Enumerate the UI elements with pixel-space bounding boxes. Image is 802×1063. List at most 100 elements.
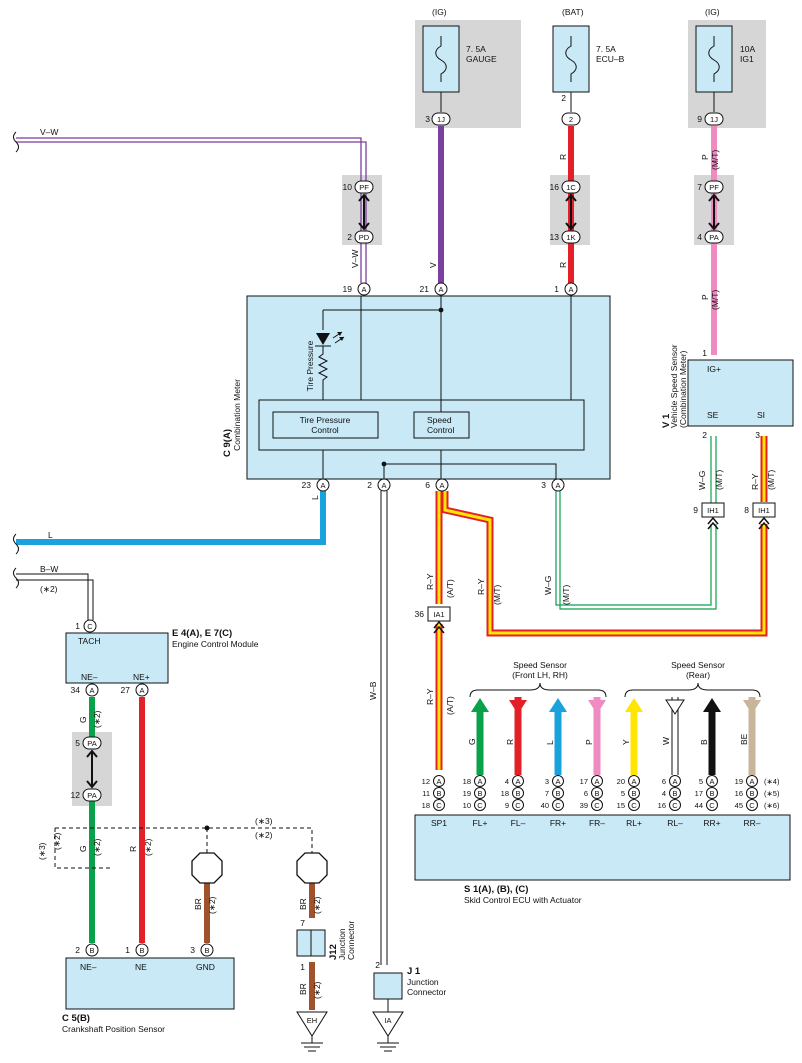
skid-terminal-letter: C: [631, 801, 637, 810]
wire-label: W–B: [368, 681, 378, 700]
wire-label: (A/T): [445, 696, 455, 715]
ecm-pin-1-label: C: [87, 622, 93, 631]
ecm-tach-terminal: TACH: [78, 636, 101, 646]
ia1-connector-pin: 36: [415, 609, 425, 619]
meter-pin-6-label: A: [439, 481, 444, 490]
led-icon: [316, 333, 330, 345]
skid-terminal-letter: C: [555, 801, 561, 810]
note-3: (∗3): [255, 816, 273, 826]
connector-chevron-icon: [758, 521, 770, 530]
meter-name: Combination Meter: [232, 379, 242, 451]
wire-label: (M/T): [710, 150, 720, 170]
wire-label: (∗2): [52, 832, 62, 850]
pa-connector-label: PA: [87, 739, 96, 748]
vss-se-terminal: SE: [707, 410, 719, 420]
rear-speed-sensor-label: Speed Sensor: [671, 660, 725, 670]
speed-control: [413, 411, 470, 439]
crank-pin-number: 1: [125, 945, 130, 955]
ground-eh-label: EH: [307, 1016, 317, 1025]
wire-label: P: [700, 294, 710, 300]
crank-pin-1-label: B: [139, 946, 144, 955]
fuse-symbol: [435, 36, 447, 82]
1c-connector: [561, 180, 581, 194]
skid-terminal-circle: [552, 775, 564, 787]
wire-label: R: [558, 262, 568, 268]
skid-terminal-circle: [591, 775, 603, 787]
note-5: (∗5): [764, 789, 780, 798]
wire-label: (∗2): [143, 838, 153, 856]
connector-chevron-icon: [708, 222, 720, 231]
wire-label-l: L: [48, 530, 53, 540]
skid-terminal-circle: [512, 787, 524, 799]
ecm-ne-minus: NE–: [81, 672, 98, 682]
skid-terminal-circle: [591, 799, 603, 811]
skid-terminal-pin: 3: [545, 777, 549, 786]
skid-terminal-letter: C: [709, 801, 715, 810]
skid-terminal-name: FR+: [550, 818, 566, 828]
skid-terminal-circle: [746, 775, 758, 787]
crank-gnd: GND: [196, 962, 215, 972]
rear-sensor-bracket: [624, 682, 761, 698]
skid-terminal-pin: 9: [505, 801, 509, 810]
crank-id: C 5(B): [62, 1013, 90, 1024]
pf-connector: [354, 180, 374, 194]
meter-pin-2: [377, 478, 391, 492]
skid-terminal-letter: B: [477, 789, 482, 798]
wire-label: (M/T): [710, 290, 720, 310]
wire-label-bw: B–W: [40, 564, 58, 574]
skid-terminal-circle: [669, 799, 681, 811]
wire-label: R–Y: [425, 688, 435, 705]
ih1-connector-sI-label: IH1: [758, 506, 770, 515]
skid-terminal-pin: 15: [617, 801, 625, 810]
wire-label: BR: [298, 898, 308, 910]
skid-terminal-circle: [433, 775, 445, 787]
pa-pin: 5: [75, 738, 80, 748]
skid-terminal-letter: A: [477, 777, 482, 786]
ih1-connector-sE-label: IH1: [707, 506, 719, 515]
meter-pin-number: 23: [302, 480, 312, 490]
pa-pin: 12: [71, 790, 81, 800]
ecm-ne-plus: NE+: [133, 672, 150, 682]
pa-connector: [82, 788, 102, 802]
ig1-fuse-source: (IG): [705, 7, 720, 17]
wire-label: V–W: [350, 250, 360, 268]
ground-ia-icon: [372, 1011, 404, 1052]
ecm-pin-number: 1: [75, 621, 80, 631]
skid-terminal-pin: 19: [463, 789, 471, 798]
pf-connector-label: PF: [359, 183, 369, 192]
wire-label: (∗2): [92, 838, 102, 856]
ecm-pin-27: [135, 683, 149, 697]
wire-wg: [555, 491, 712, 606]
pa-connector: [82, 736, 102, 750]
skid-terminal-pin: 18: [463, 777, 471, 786]
speed-control-label2: Control: [427, 425, 455, 435]
gauge-fuse: [422, 25, 460, 93]
skid-terminal-circle: [433, 787, 445, 799]
crank-ne-minus: NE–: [80, 962, 97, 972]
note-4: (∗4): [764, 777, 780, 786]
pa-connector: [704, 230, 724, 244]
connector-chevron-icon: [433, 620, 445, 629]
rear-speed-sensor-label2: (Rear): [686, 670, 710, 680]
meter-pin-number: 21: [420, 284, 430, 294]
pf-pin: 7: [697, 182, 702, 192]
wire-label: (∗2): [312, 896, 322, 914]
skid-terminal-letter: A: [672, 777, 677, 786]
vss-ig-terminal: IG+: [707, 364, 721, 374]
ecub-fuse-source: (BAT): [562, 7, 584, 17]
ig1-connector: [704, 112, 724, 126]
wire-label: (∗2): [92, 710, 102, 728]
combination-meter-box: [246, 295, 611, 480]
front-sensor-bracket: [469, 682, 607, 698]
meter-pin-19-label: A: [361, 285, 366, 294]
crank-name: Crankshaft Position Sensor: [62, 1024, 165, 1034]
crank-pin-3-label: B: [204, 946, 209, 955]
skid-terminal-pin: 18: [422, 801, 430, 810]
skid-terminal-circle: [512, 775, 524, 787]
skid-terminal-circle: [512, 799, 524, 811]
skid-terminal-pin: 45: [735, 801, 743, 810]
skid-terminal-pin: 16: [658, 801, 666, 810]
vss-id: V 1: [661, 413, 672, 428]
fuse-symbol: [565, 36, 577, 82]
skid-terminal-circle: [628, 787, 640, 799]
